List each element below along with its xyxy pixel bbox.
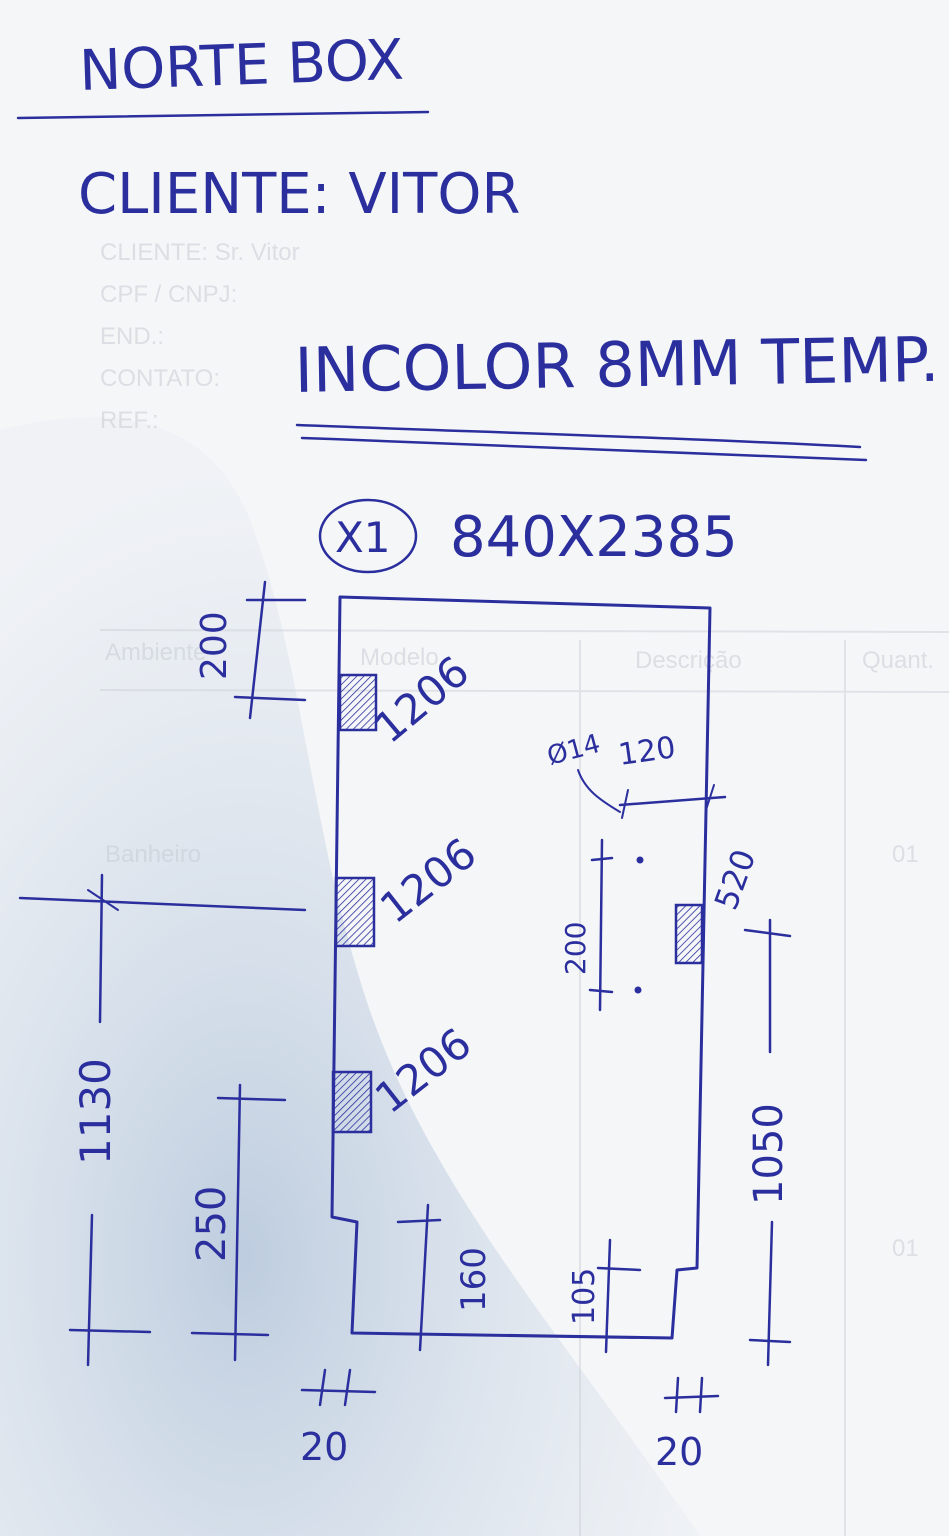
dim-top-hinge-offset: [233, 580, 307, 720]
piece-size: 840X2385: [450, 505, 738, 570]
spec-underline-2: [300, 436, 868, 462]
dim-left-low: [190, 1083, 287, 1362]
dim-notch-right-height-value: 105: [567, 1268, 602, 1325]
dim-notch-right-width-value: 20: [655, 1430, 703, 1474]
ghost-col-ambiente: Ambiente: [105, 639, 206, 666]
dim-notch-right-height: [596, 1238, 642, 1354]
hand-shadow: [0, 417, 700, 1536]
ghost-cell-ambiente: Banheiro: [105, 841, 201, 868]
glass-specification: INCOLOR 8MM TEMP.: [294, 323, 940, 407]
hinge-bottom: [331, 1070, 373, 1134]
dim-right-offset: [743, 918, 792, 1054]
dim-top-hinge-offset-value: 200: [194, 611, 235, 680]
client-name: CLIENTE: VITOR: [78, 162, 520, 227]
company-name: NORTE BOX: [78, 28, 405, 104]
spec-underline-1: [295, 423, 862, 449]
hinge-top: [338, 673, 378, 732]
hole-lower: [634, 986, 642, 994]
ghost-cell-quant-1: 01: [892, 841, 919, 868]
dim-notch-left-height: [396, 1203, 442, 1352]
dim-hole-spacing-value: 200: [559, 922, 592, 975]
dim-notch-right-width: [663, 1376, 720, 1414]
show-through-print: CLIENTE: Sr. Vitor CPF / CNPJ: END.: CON…: [99, 239, 949, 1536]
dim-hole-offset-value: 120: [616, 730, 678, 773]
ghost-line-5: REF.:: [100, 407, 159, 434]
ghost-col-descricao: Descrição: [635, 647, 742, 674]
ghost-col-quant: Quant.: [862, 647, 934, 674]
glass-panel-outline: [330, 595, 712, 1340]
ghost-line-3: END.:: [100, 323, 164, 350]
dim-hole-spacing: [588, 838, 614, 1012]
hole-upper: [636, 856, 644, 864]
dim-notch-left-width: [300, 1368, 377, 1407]
dim-hole-offset: [618, 784, 727, 819]
hinge-middle: [334, 876, 376, 948]
dim-left-mid: [18, 873, 307, 1367]
ghost-cell-quant-2: 01: [892, 1235, 919, 1262]
dim-right-lower: [748, 1220, 792, 1367]
dim-notch-left-height-value: 160: [454, 1247, 494, 1312]
header-underline: [16, 110, 430, 120]
ghost-col-modelo: Modelo: [360, 644, 439, 671]
piece-quantity: X1: [335, 513, 391, 562]
hole-leader-line: [577, 769, 621, 813]
dim-left-low-value: 250: [189, 1186, 235, 1262]
dim-left-mid-value: 1130: [71, 1058, 120, 1165]
dim-right-lower-value: 1050: [746, 1103, 792, 1205]
dim-notch-left-width-value: 20: [300, 1425, 348, 1469]
ghost-line-4: CONTATO:: [100, 365, 220, 392]
quantity-circle: [318, 498, 418, 574]
handle-right: [674, 903, 704, 965]
ghost-line-2: CPF / CNPJ:: [100, 281, 237, 308]
ghost-line-1: CLIENTE: Sr. Vitor: [100, 239, 300, 266]
